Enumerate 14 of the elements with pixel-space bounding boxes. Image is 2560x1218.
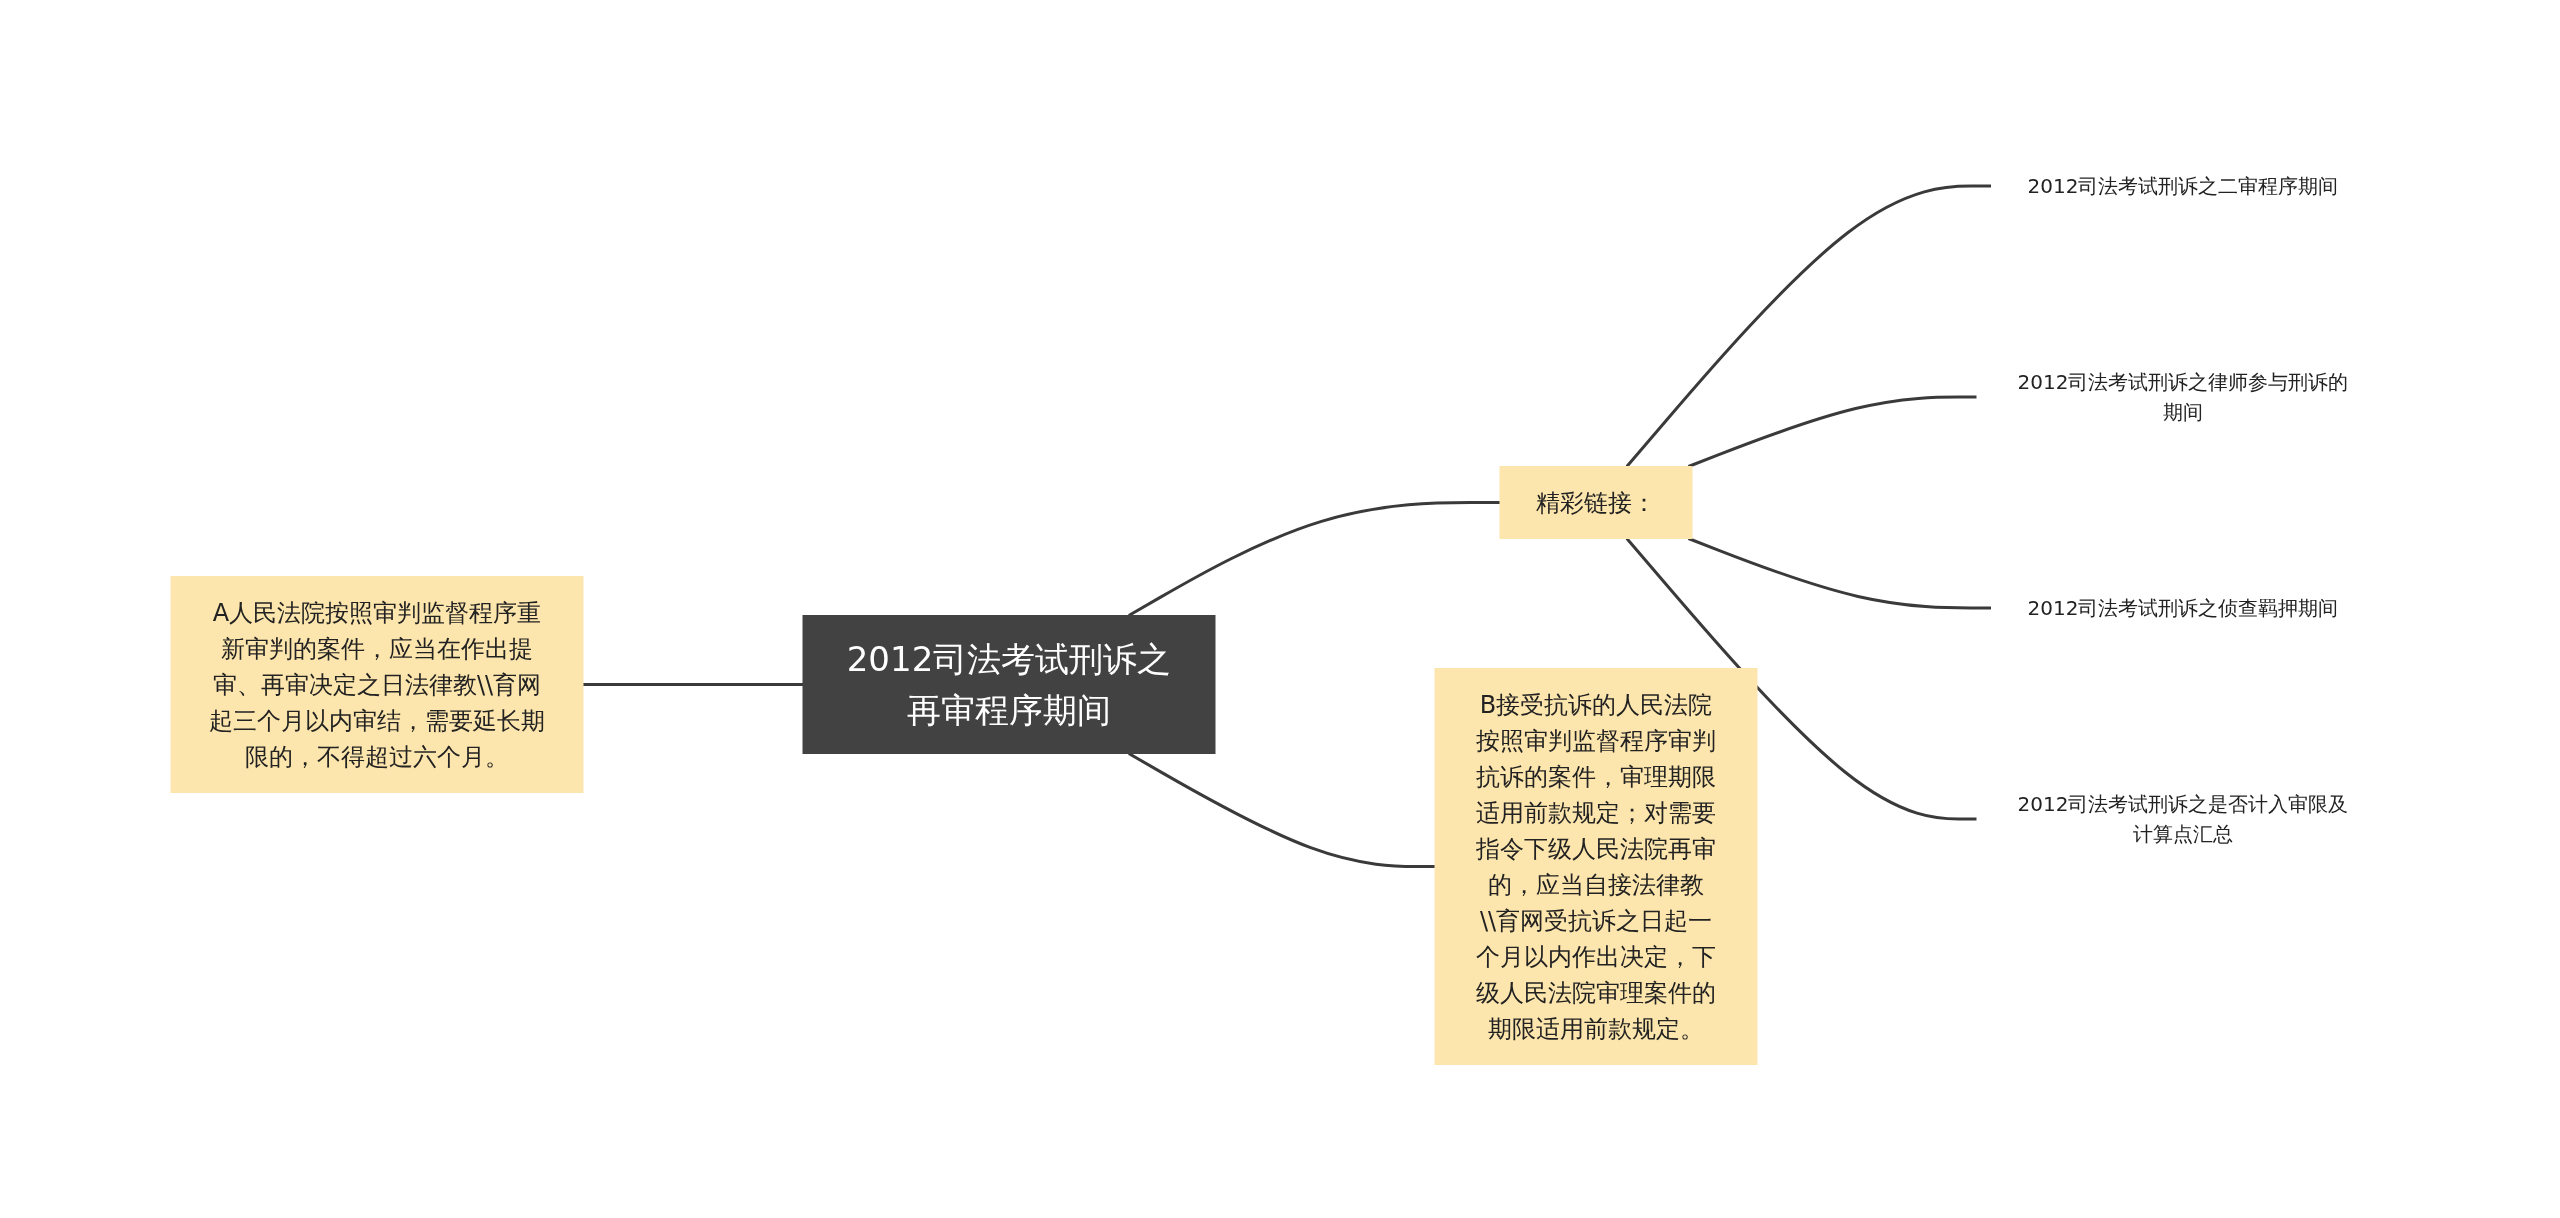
node-box: A人民法院按照审判监督程序重新审判的案件，应当在作出提审、再审决定之日法律教\\育网起三个月以内审结，需要延长期限的，不得超过六个月。 <box>170 576 584 794</box>
connector <box>1625 184 1992 468</box>
node-text: 2012司法考试刑诉之侦查羁押期间 <box>2027 596 2339 621</box>
node-box: 精彩链接： <box>1499 466 1693 540</box>
node-text: 2012司法考试刑诉之律师参与刑诉的期间 <box>2017 370 2349 425</box>
node-text: 2012司法考试刑诉之是否计入审限及计算点汇总 <box>2017 792 2349 847</box>
connector <box>1128 752 1435 869</box>
node-box: B接受抗诉的人民法院按照审判监督程序审判抗诉的案件，审理期限适用前款规定；对需要指令下级人民法院再审的，应当自接法律教\\育网受抗诉之日起一个月以内作出决定，下级人民法院审理案件的期限适用前款规定。 <box>1434 668 1758 1066</box>
connector <box>1687 395 1977 469</box>
connector <box>583 683 803 687</box>
node-box: 2012司法考试刑诉之再审程序期间 <box>802 615 1216 755</box>
connector <box>1687 537 1992 610</box>
connector <box>1625 537 1977 821</box>
node-text: 2012司法考试刑诉之二审程序期间 <box>2027 174 2339 199</box>
